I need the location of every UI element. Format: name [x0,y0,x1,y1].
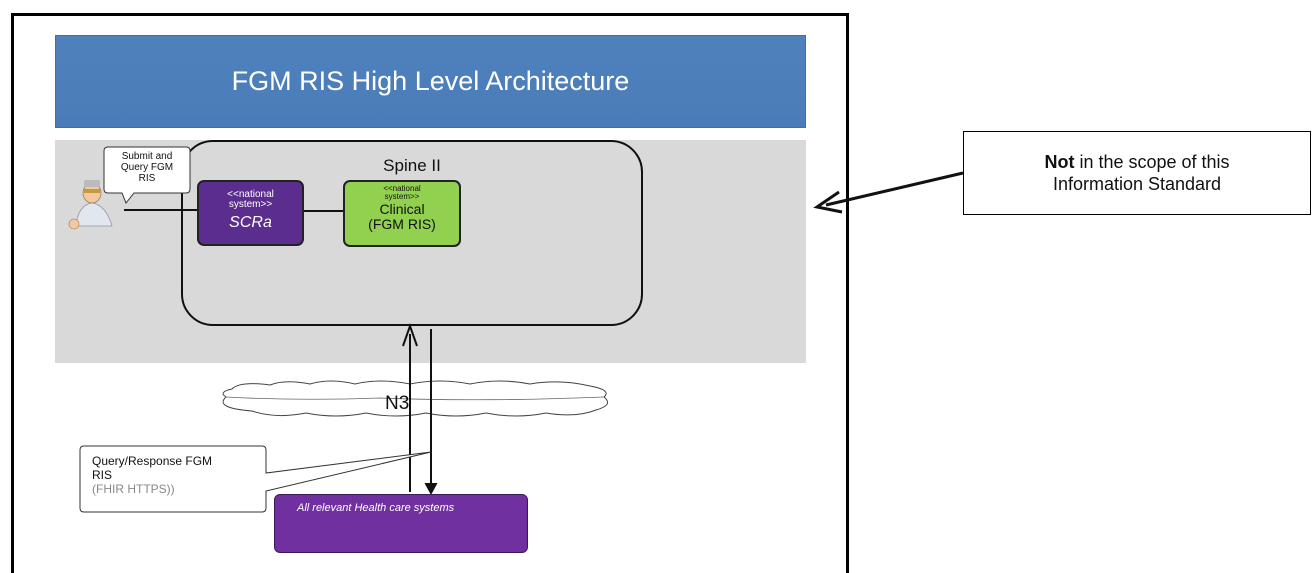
diagram-title: FGM RIS High Level Architecture [55,35,806,128]
user-icon [68,180,113,230]
scra-stereotype: <<national system>> [227,189,274,210]
scra-system-box: <<national system>> SCRa [197,180,304,246]
query-callout-text: Query/Response FGM RIS (FHIR HTTPS)) [92,454,292,496]
healthcare-systems-box: All relevant Health care systems [274,494,528,553]
spine-label: Spine II [383,156,441,175]
scope-arrow-line [825,171,964,207]
up-arrow-head [402,322,418,347]
user-callout-text: Submit and Query FGM RIS [120,151,174,184]
scope-note-box: Not in the scope of this Information Sta… [963,131,1311,215]
scope-arrow-head [813,190,843,214]
scope-note-bold: Not [1044,152,1075,172]
scope-note-line2: Information Standard [1052,174,1222,194]
clinical-stereotype: <<national system>> [383,184,421,201]
protocol-label: (FHIR HTTPS)) [92,482,175,496]
clinical-fgm-ris-box: <<national system>> Clinical (FGM RIS) [343,180,461,247]
query-callout-bubble [79,445,432,513]
scra-name: SCRa [229,214,272,231]
n3-label: N3 [385,393,410,414]
scope-note-rest: in the scope of this [1074,152,1230,172]
user-callout-bubble [103,146,191,204]
n3-cloud [222,380,609,417]
healthcare-systems-label: All relevant Health care systems [297,502,455,514]
down-arrow-head [424,482,438,496]
clinical-name: Clinical (FGM RIS) [368,201,436,232]
diagram-frame [11,13,849,573]
